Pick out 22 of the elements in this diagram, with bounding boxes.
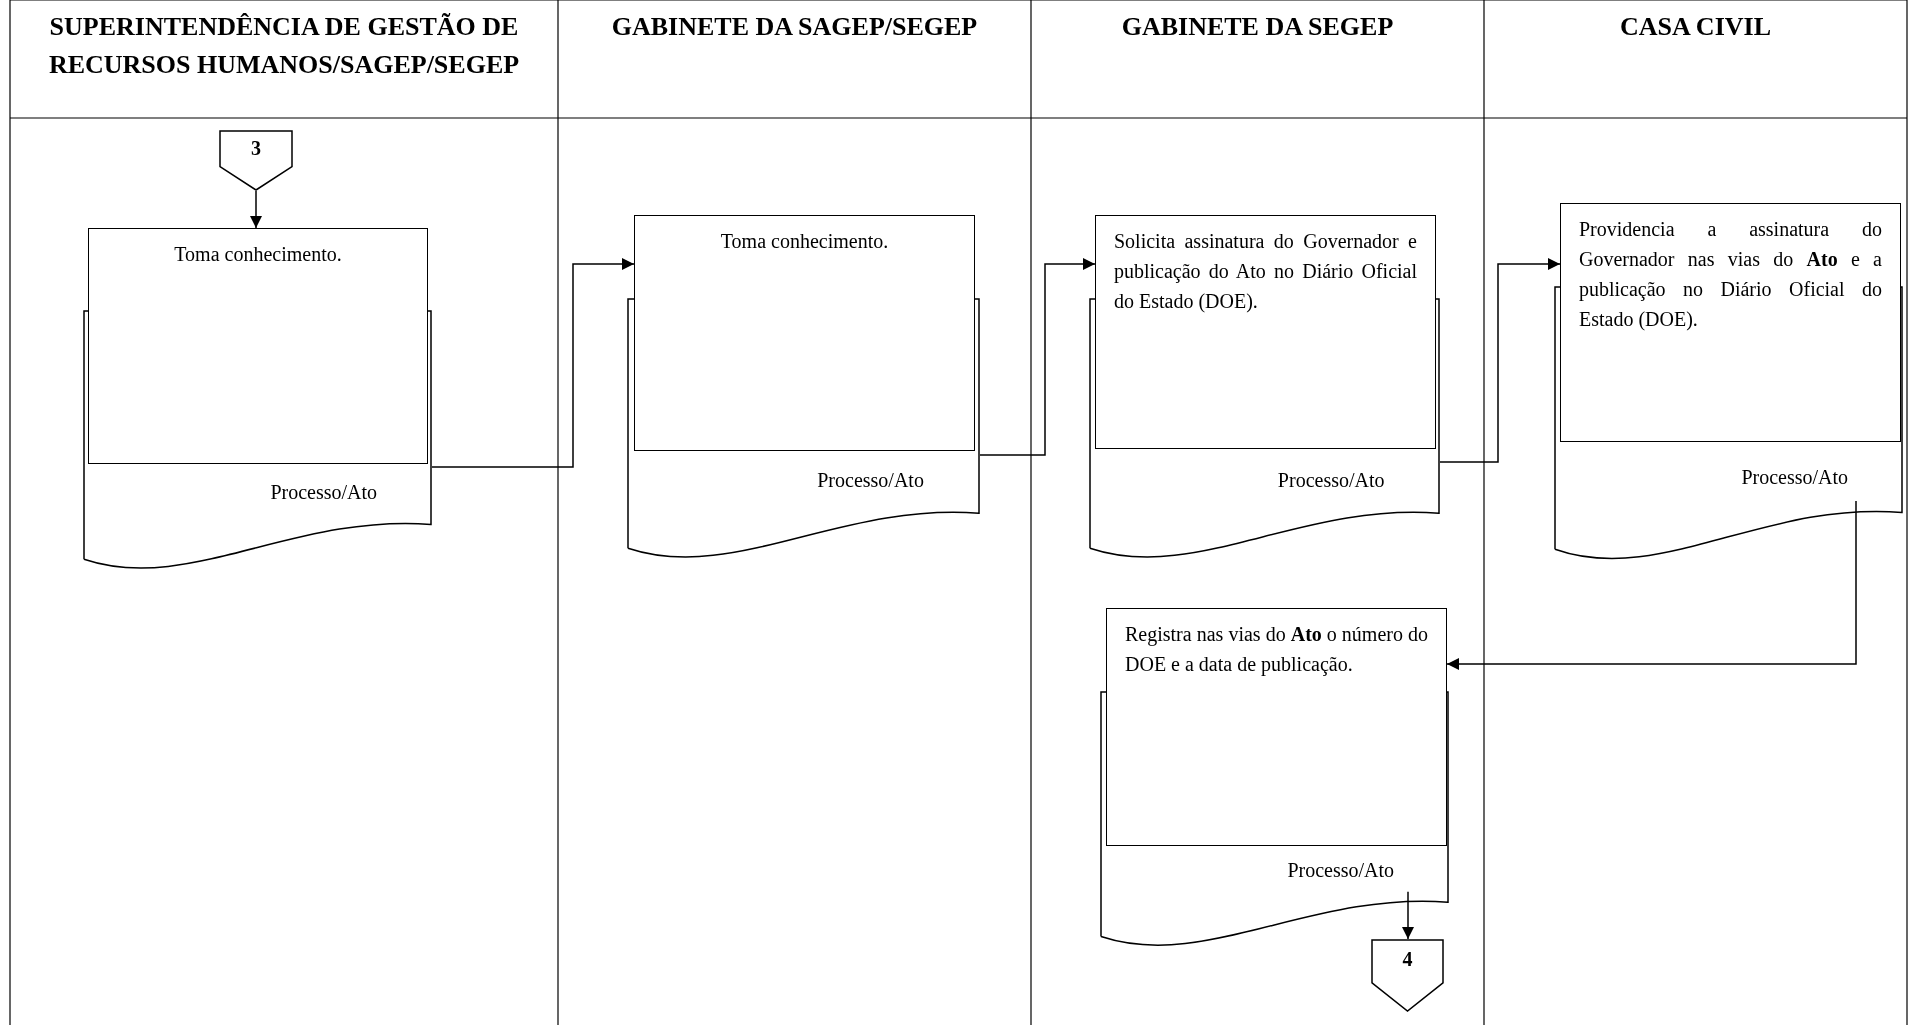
connector-number: 3 [250, 137, 262, 161]
arrow [1402, 890, 1414, 940]
process-box: Providencia a assinatura do Governador nas vias do Ato e a publicação no Diário Oficial do Estado (DOE). [1560, 203, 1901, 442]
document-label: Processo/Ato [1287, 858, 1395, 884]
arrow [1446, 500, 1857, 670]
lane-header: GABINETE DA SEGEP [1120, 11, 1395, 43]
lane-header: CASA CIVIL [1619, 11, 1772, 43]
lane-header: SUPERINTENDÊNCIA DE GESTÃO DE RECURSOS HUMANOS/SAGEP/SEGEP [47, 11, 521, 81]
document-label: Processo/Ato [270, 479, 378, 505]
connector-number: 4 [1401, 947, 1414, 971]
process-box: Solicita assinatura do Governador e publicação do Ato no Diário Oficial do Estado (DOE). [1095, 215, 1436, 449]
arrow [1439, 258, 1561, 463]
document-label: Processo/Ato [1741, 465, 1849, 491]
lane-header: GABINETE DA SAGEP/SEGEP [610, 11, 979, 43]
document-label: Processo/Ato [1277, 468, 1385, 494]
arrow [250, 190, 262, 229]
document-label: Processo/Ato [817, 468, 924, 494]
arrow [431, 258, 635, 468]
arrow [979, 258, 1096, 456]
process-box: Toma conhecimento. [634, 215, 975, 451]
process-box: Registra nas vias do Ato o número do DOE e a data de publicação. [1106, 608, 1447, 846]
process-box: Toma conhecimento. [88, 228, 428, 464]
